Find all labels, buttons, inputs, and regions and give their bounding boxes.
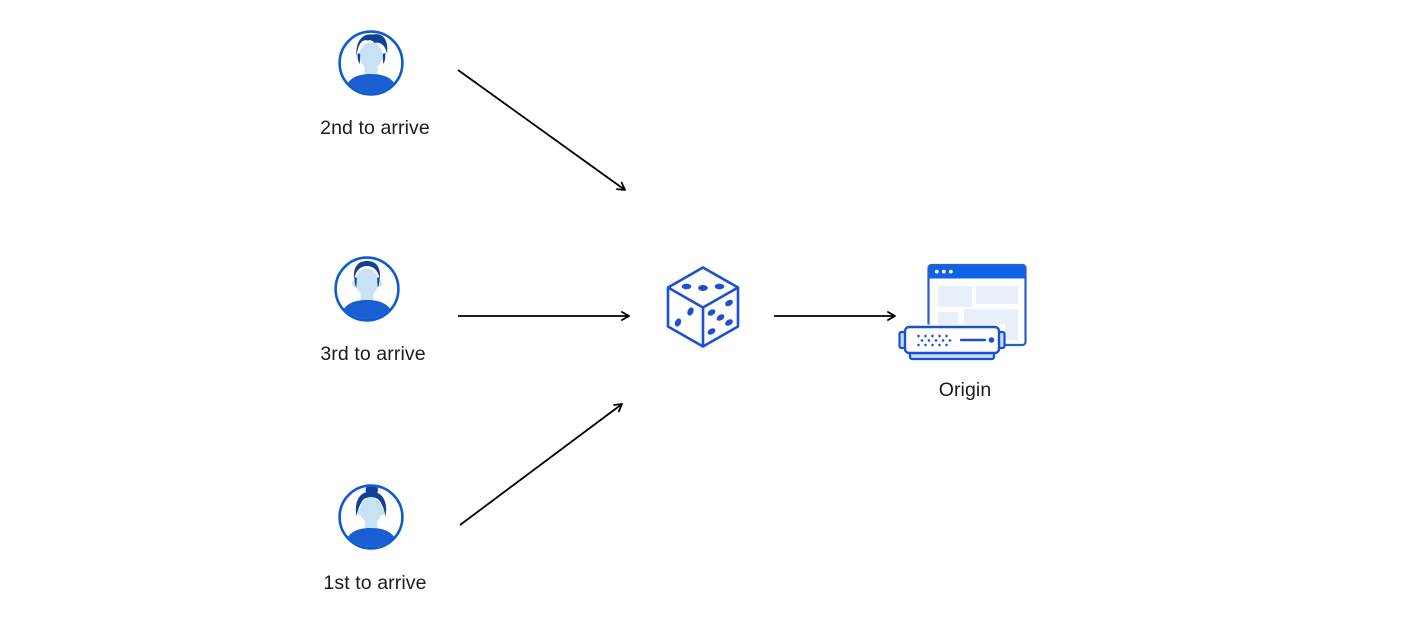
arrow-visitor-first-to-dice <box>459 403 623 526</box>
visitor-second-node <box>337 29 405 97</box>
server-vent-dots-icon <box>916 334 952 347</box>
visitor-third-label: 3rd to arrive <box>320 343 426 365</box>
origin-node <box>898 260 1030 366</box>
visitor-first-label: 1st to arrive <box>323 572 427 594</box>
arrow-visitor-second-to-dice <box>457 69 626 191</box>
woman-bun-avatar-icon <box>338 484 404 550</box>
visitor-first-node <box>337 483 405 551</box>
man-short-hair-avatar-icon <box>334 256 400 322</box>
dice-node <box>665 265 741 349</box>
origin-label: Origin <box>938 379 992 401</box>
window-control-dots-icon <box>934 269 953 274</box>
visitor-third-node <box>333 255 401 323</box>
man-quiff-avatar-icon <box>338 30 404 96</box>
visitor-second-label: 2nd to arrive <box>320 117 430 139</box>
dice-icon <box>666 266 740 348</box>
origin-server-browser-icon <box>898 263 1027 361</box>
